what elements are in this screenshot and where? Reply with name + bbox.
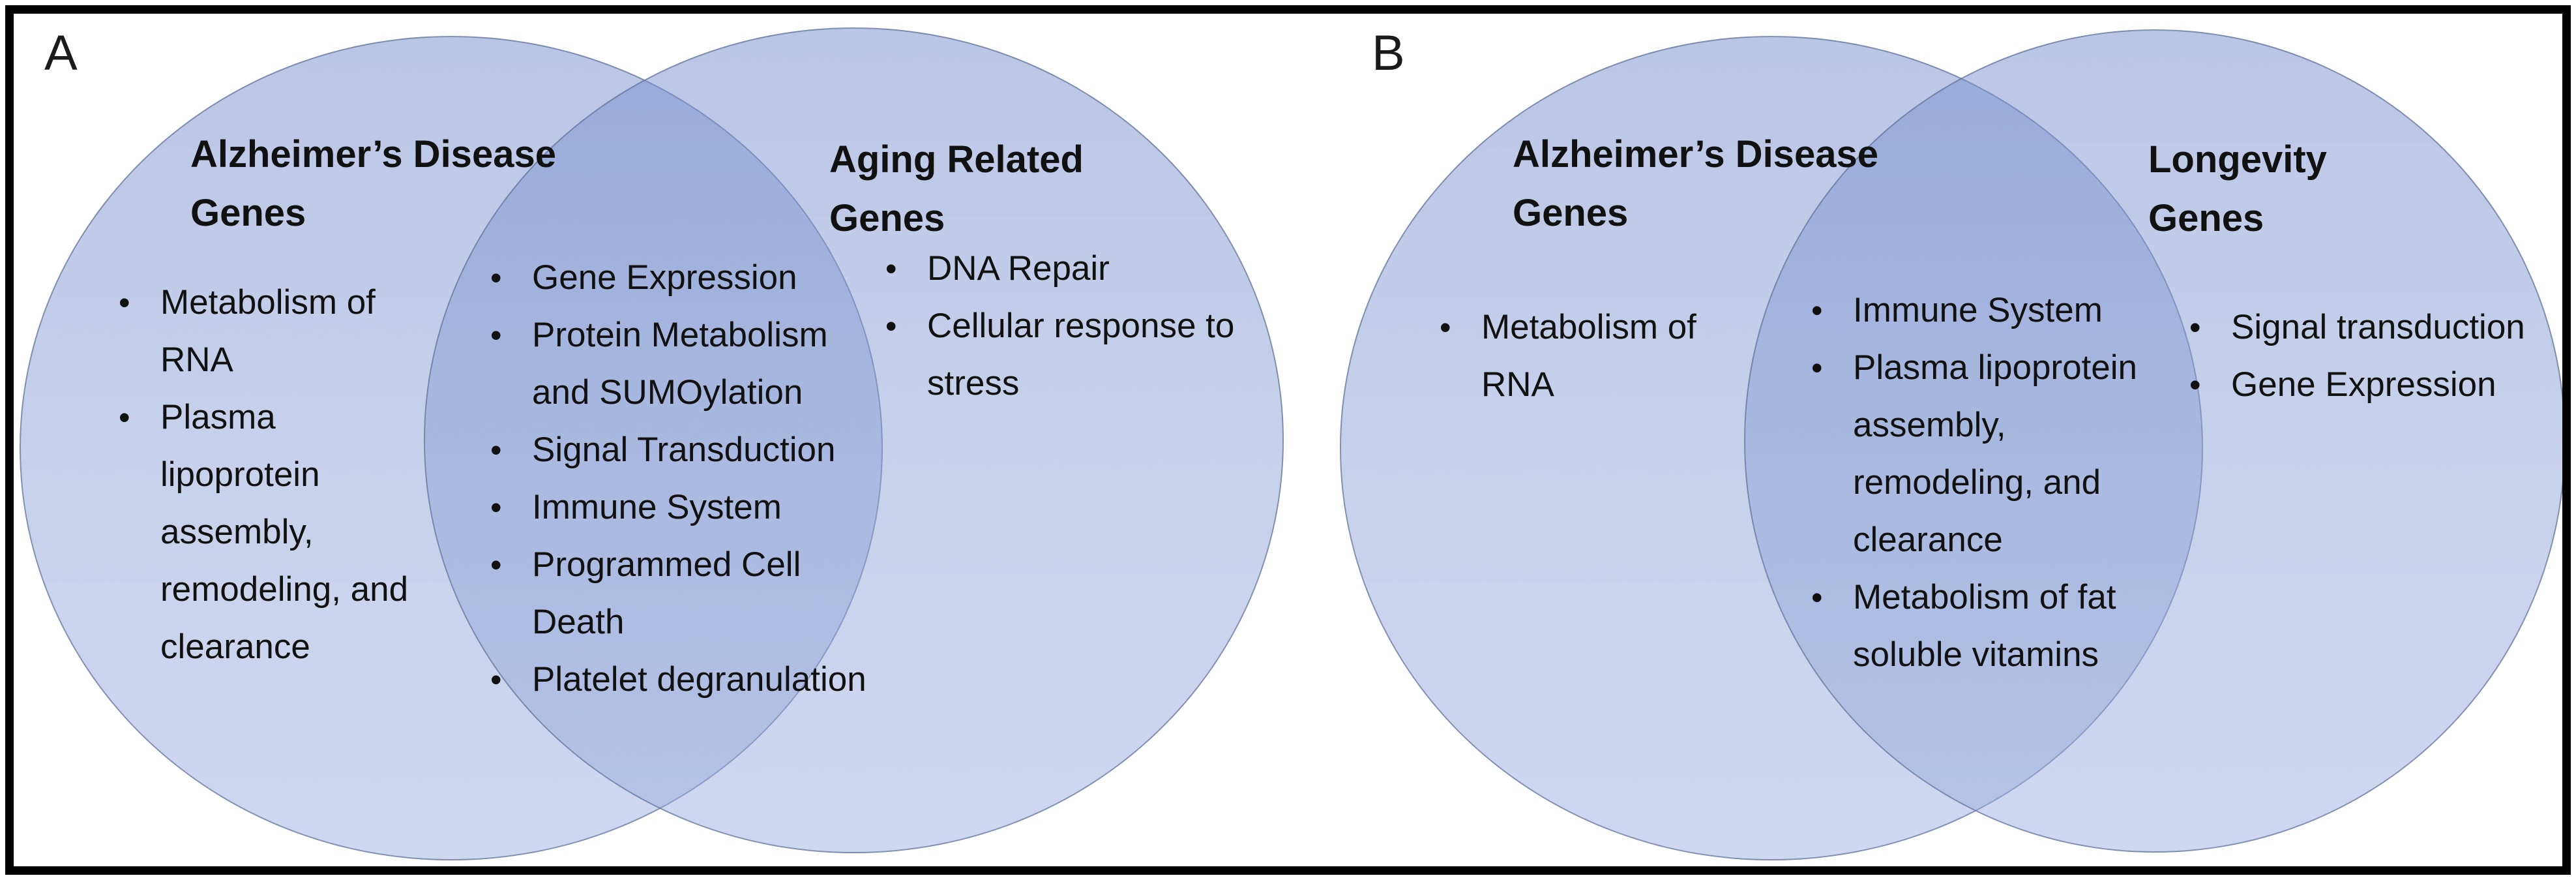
list-item-text: Immune System [532, 488, 782, 526]
list-item-text: Plasma lipoprotein assembly, remodeling,… [160, 398, 409, 666]
bullet-marker: • [1811, 350, 1823, 386]
venn-circle-aging [424, 27, 1284, 853]
list-item: • Protein Metabolism and SUMOylation [490, 307, 881, 421]
venn-panel-a: A Alzheimer’s Disease Genes Aging Relate… [20, 25, 1284, 860]
left-set-title: Alzheimer’s Disease Genes [190, 133, 556, 234]
list-item: • Signal Transduction [490, 421, 881, 479]
bullet-marker: • [1811, 579, 1823, 616]
bullet-marker: • [119, 399, 130, 436]
list-item: • Plasma lipoprotein assembly, remodelin… [119, 389, 432, 676]
list-item: • Metabolism of RNA [1440, 299, 1753, 414]
list-item-text: Gene Expression [2231, 365, 2496, 404]
bullet-marker: • [119, 284, 130, 321]
list-item: • Plasma lipoprotein assembly, remodelin… [1811, 339, 2182, 569]
list-item-text: DNA Repair [927, 249, 1110, 288]
list-item-text: Protein Metabolism and SUMOylation [532, 316, 828, 412]
list-item: • Signal transduction [2189, 299, 2576, 356]
list-item: • Gene Expression [2189, 356, 2576, 414]
list-item-text: Plasma lipoprotein assembly, remodeling,… [1853, 348, 2138, 559]
bullet-marker: • [1440, 309, 1451, 346]
bullet-marker: • [490, 432, 502, 468]
list-item-text: Metabolism of RNA [1481, 308, 1696, 404]
list-item-text: Immune System [1853, 291, 2103, 329]
list-item: • Platelet degranulation [490, 651, 881, 708]
list-item: • DNA Repair [885, 240, 1296, 297]
left-only-list: • Metabolism of RNA [1440, 299, 1753, 414]
list-item-text: Gene Expression [532, 258, 797, 297]
intersection-list: • Gene Expression • Protein Metabolism a… [490, 249, 881, 708]
venn-panel-b: B Alzheimer’s Disease Genes Longevity Ge… [1318, 0, 2576, 880]
left-set-title: Alzheimer’s Disease Genes [1513, 133, 1878, 234]
list-item: • Metabolism of RNA [119, 274, 432, 389]
bullet-marker: • [885, 250, 897, 287]
list-item: • Gene Expression [490, 249, 881, 307]
right-set-title: Aging Related Genes [829, 138, 1084, 239]
panel-label-a: A [44, 25, 78, 81]
list-item-text: Metabolism of RNA [160, 283, 376, 379]
list-item-text: Cellular response to stress [927, 307, 1235, 402]
bullet-marker: • [1811, 292, 1823, 329]
right-set-title: Longevity Genes [2148, 138, 2327, 239]
right-only-list: • DNA Repair • Cellular response to stre… [885, 240, 1296, 412]
list-item: • Programmed Cell Death [490, 536, 881, 651]
list-item-text: Signal transduction [2231, 308, 2525, 346]
list-item: • Metabolism of fat soluble vitamins [1811, 569, 2182, 684]
bullet-marker: • [490, 260, 502, 296]
list-item: • Immune System [1811, 282, 2182, 339]
right-only-list: • Signal transduction • Gene Expression [2189, 299, 2576, 414]
list-item-text: Programmed Cell Death [532, 545, 801, 641]
venn-circle-longevity [1744, 29, 2566, 853]
list-item: • Immune System [490, 479, 881, 536]
list-item-text: Signal Transduction [532, 431, 836, 469]
list-item-text: Platelet degranulation [532, 660, 866, 699]
bullet-marker: • [490, 547, 502, 583]
left-only-list: • Metabolism of RNA • Plasma lipoprotein… [119, 274, 432, 676]
list-item-text: Metabolism of fat soluble vitamins [1853, 578, 2116, 674]
bullet-marker: • [2189, 367, 2201, 403]
bullet-marker: • [490, 661, 502, 698]
bullet-marker: • [885, 308, 897, 344]
panel-label-b: B [1372, 25, 1405, 81]
list-item: • Cellular response to stress [885, 297, 1296, 412]
intersection-list: • Immune System • Plasma lipoprotein ass… [1811, 282, 2182, 684]
bullet-marker: • [490, 317, 502, 354]
bullet-marker: • [2189, 309, 2201, 346]
bullet-marker: • [490, 489, 502, 526]
